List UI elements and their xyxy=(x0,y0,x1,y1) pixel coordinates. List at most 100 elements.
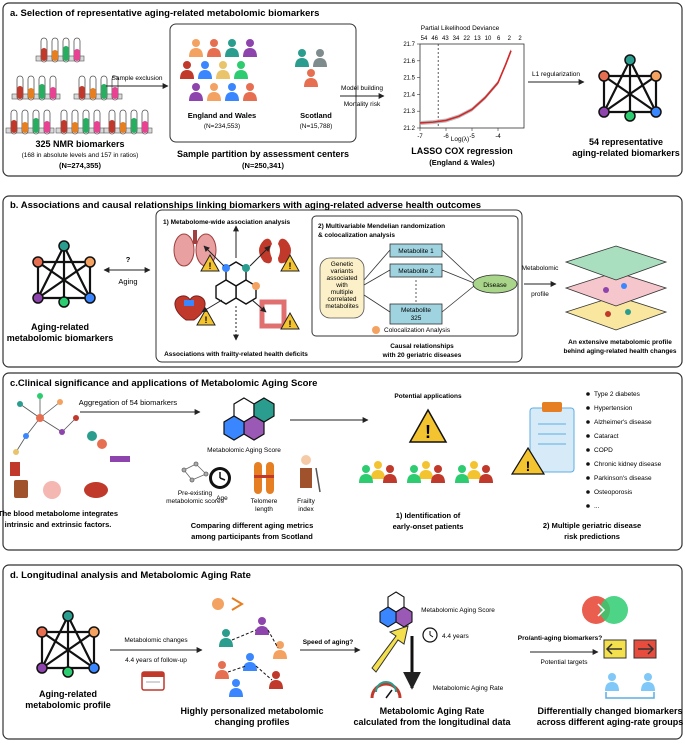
personalized-people-icon xyxy=(212,597,287,697)
ident-1: 1) Identification of xyxy=(396,511,461,520)
panel-d-title: d. Longitudinal analysis and Metabolomic… xyxy=(10,570,251,581)
metabolite-1: Metabolite 1 xyxy=(398,248,434,255)
mar-caption-1: Metabolomic Aging Rate xyxy=(380,706,485,716)
venn-icon xyxy=(582,596,628,624)
panel-c-title: c.Clinical significance and applications… xyxy=(10,378,317,389)
mas-label-d: Metabolomic Aging Score xyxy=(421,607,495,614)
potential-label: Potential applications xyxy=(394,393,462,400)
england-n: (N=234,553) xyxy=(204,123,240,130)
panel-d: d. Longitudinal analysis and Metabolomic… xyxy=(2,564,683,740)
disease-item: Cataract xyxy=(594,433,619,440)
genetic-3: associated xyxy=(326,275,357,282)
clipboard-icon xyxy=(529,402,575,473)
scotland-n: (N=15,788) xyxy=(300,123,333,130)
preexisting-1: Pre-existing xyxy=(178,490,213,497)
disease-item: Chronic kidney disease xyxy=(594,461,662,468)
warning-icon: ! xyxy=(510,446,546,475)
top-tick-label: 6 xyxy=(497,36,501,42)
genetic-5: multiple xyxy=(331,289,354,296)
arrow-kidney xyxy=(249,245,271,267)
network-label-1: Aging-related xyxy=(31,322,89,332)
arrow-intestine xyxy=(251,299,267,313)
profile-2: metabolomic profile xyxy=(25,700,111,710)
telomere-2: length xyxy=(255,506,273,513)
y-tick-label: 21.7 xyxy=(403,42,415,48)
lasso-subtitle: (England & Wales) xyxy=(429,158,495,167)
panel-d-border xyxy=(2,564,683,740)
blood-2: intrinsic and extrinsic factors. xyxy=(5,520,112,529)
disease-item: Osteoporosis xyxy=(594,489,633,496)
panel-c-border xyxy=(2,372,683,551)
bullet xyxy=(586,420,590,424)
panel-b-title: b. Associations and causal relationships… xyxy=(10,200,481,211)
genetic-7: metabolites xyxy=(325,303,359,310)
metabolite-325-2: 325 xyxy=(411,315,422,322)
compare-2: among participants from Scotland xyxy=(191,532,313,541)
disease-item: COPD xyxy=(594,447,613,454)
sample-exclusion-label: Sample exclusion xyxy=(112,75,163,82)
coloc-icon xyxy=(372,326,380,334)
layers-icon xyxy=(564,245,668,331)
y-tick-label: 21.5 xyxy=(403,76,415,82)
l1-label: L1 regularization xyxy=(532,71,580,78)
telomere-1: Telomere xyxy=(251,498,278,505)
causal-1: Causal relationships xyxy=(390,343,454,350)
bullet xyxy=(586,462,590,466)
mar-caption-2: calculated from the longitudinal data xyxy=(353,717,511,727)
frailty-2: index xyxy=(298,506,314,513)
compare-arrows-icon xyxy=(603,639,657,659)
partition-n: (N=250,341) xyxy=(242,161,284,170)
ident-2: early-onset patients xyxy=(393,522,464,531)
metabolome-network-icon xyxy=(13,393,79,455)
multi-2: risk predictions xyxy=(564,532,620,541)
x-tick-label: -5 xyxy=(469,134,475,140)
age-label: Age xyxy=(216,495,228,502)
rep-label: aging-related biomarkers xyxy=(572,148,680,158)
confidence-band xyxy=(420,48,511,125)
gauge-icon xyxy=(370,681,402,699)
genetic-2: variants xyxy=(331,268,355,275)
targets-label: Potential targets xyxy=(541,659,589,666)
heart-icon xyxy=(174,295,206,321)
top-tick-label: 54 xyxy=(421,36,428,42)
bullet xyxy=(586,476,590,480)
bullet xyxy=(586,434,590,438)
aggregation-label: Aggregation of 54 biomarkers xyxy=(79,398,178,407)
top-tick-label: 22 xyxy=(463,36,470,42)
disease-item: Parkinson's disease xyxy=(594,475,652,482)
followup-label: 4.4 years of follow-up xyxy=(125,657,187,664)
panel-b: b. Associations and causal relationships… xyxy=(2,195,683,368)
disease-item: ... xyxy=(594,503,600,510)
mwas-label: 1) Metabolome-wide association analysis xyxy=(163,219,291,226)
y-tick-label: 21.2 xyxy=(403,126,415,132)
calendar-icon xyxy=(141,671,165,691)
molecule-icon xyxy=(215,261,260,305)
warning-icon: ! xyxy=(408,408,448,443)
mwas-caption: Associations with frailty-related health… xyxy=(164,351,308,358)
speed-arrow-icon xyxy=(371,625,409,673)
genetic-4: with xyxy=(335,282,348,289)
top-tick-label: 2 xyxy=(508,36,512,42)
top-tick-label: 34 xyxy=(453,36,460,42)
factor-icons xyxy=(10,431,130,499)
x-tick-label: -4 xyxy=(495,134,501,140)
compare-1: Comparing different aging metrics xyxy=(191,521,314,530)
mar-label: Metabolomic Aging Rate xyxy=(433,685,504,692)
telomere-icon xyxy=(254,462,274,494)
x-tick-label: -7 xyxy=(417,134,423,140)
y-tick-label: 21.4 xyxy=(403,92,415,98)
svg-text:!: ! xyxy=(526,458,531,474)
scotland-label: Scotland xyxy=(300,111,332,120)
disease-item: Alzheimer's disease xyxy=(594,419,652,426)
frailty-1: Frailty xyxy=(297,498,315,505)
rep-count: 54 representative xyxy=(589,137,663,147)
metabolite-325-box xyxy=(389,303,443,325)
top-tick-label: 46 xyxy=(431,36,438,42)
question-mark: ? xyxy=(126,255,131,264)
mr-title-2: & colocalization analysis xyxy=(318,232,395,239)
clock-icon xyxy=(209,467,231,489)
nmr-n: (N=274,355) xyxy=(59,161,101,170)
partition-label: Sample partition by assessment centers xyxy=(177,149,349,159)
nmr-title: 325 NMR biomarkers xyxy=(35,139,124,149)
